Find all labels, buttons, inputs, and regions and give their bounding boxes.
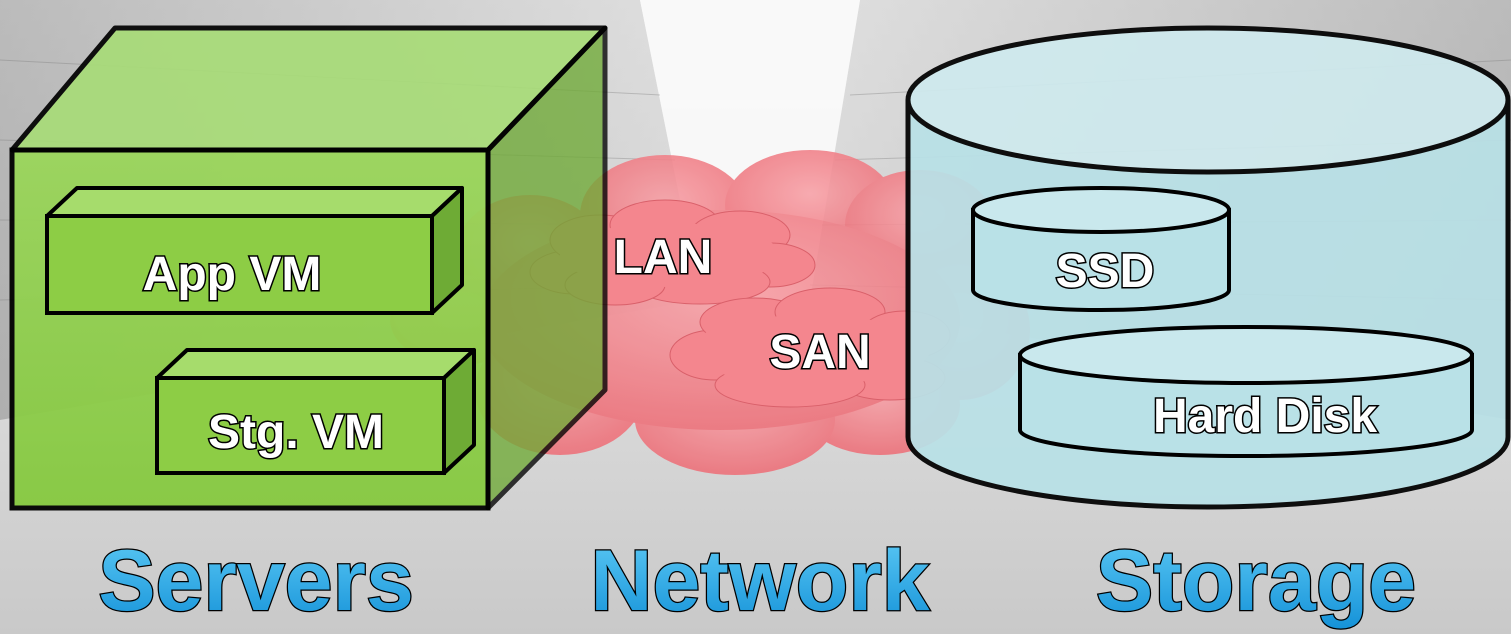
stg-vm-label: Stg. VM — [208, 406, 384, 459]
san-label: SAN — [769, 326, 870, 379]
servers-cube: App VM Stg. VM — [9, 25, 608, 511]
ssd-label: SSD — [1056, 245, 1155, 298]
storage-caption: Storage — [1096, 533, 1416, 629]
app-vm-label: App VM — [143, 248, 322, 301]
network-caption: Network — [590, 533, 929, 629]
hard-disk-label: Hard Disk — [1153, 390, 1377, 443]
app-vm-box: App VM — [45, 186, 464, 315]
servers-caption: Servers — [98, 533, 414, 629]
lan-label: LAN — [614, 231, 713, 284]
storage-vm-box: Stg. VM — [155, 348, 476, 475]
hard-disk: Hard Disk — [1018, 325, 1474, 458]
ssd-disk: SSD — [971, 186, 1231, 312]
storage-cylinder: SSD Hard Disk — [905, 25, 1511, 510]
